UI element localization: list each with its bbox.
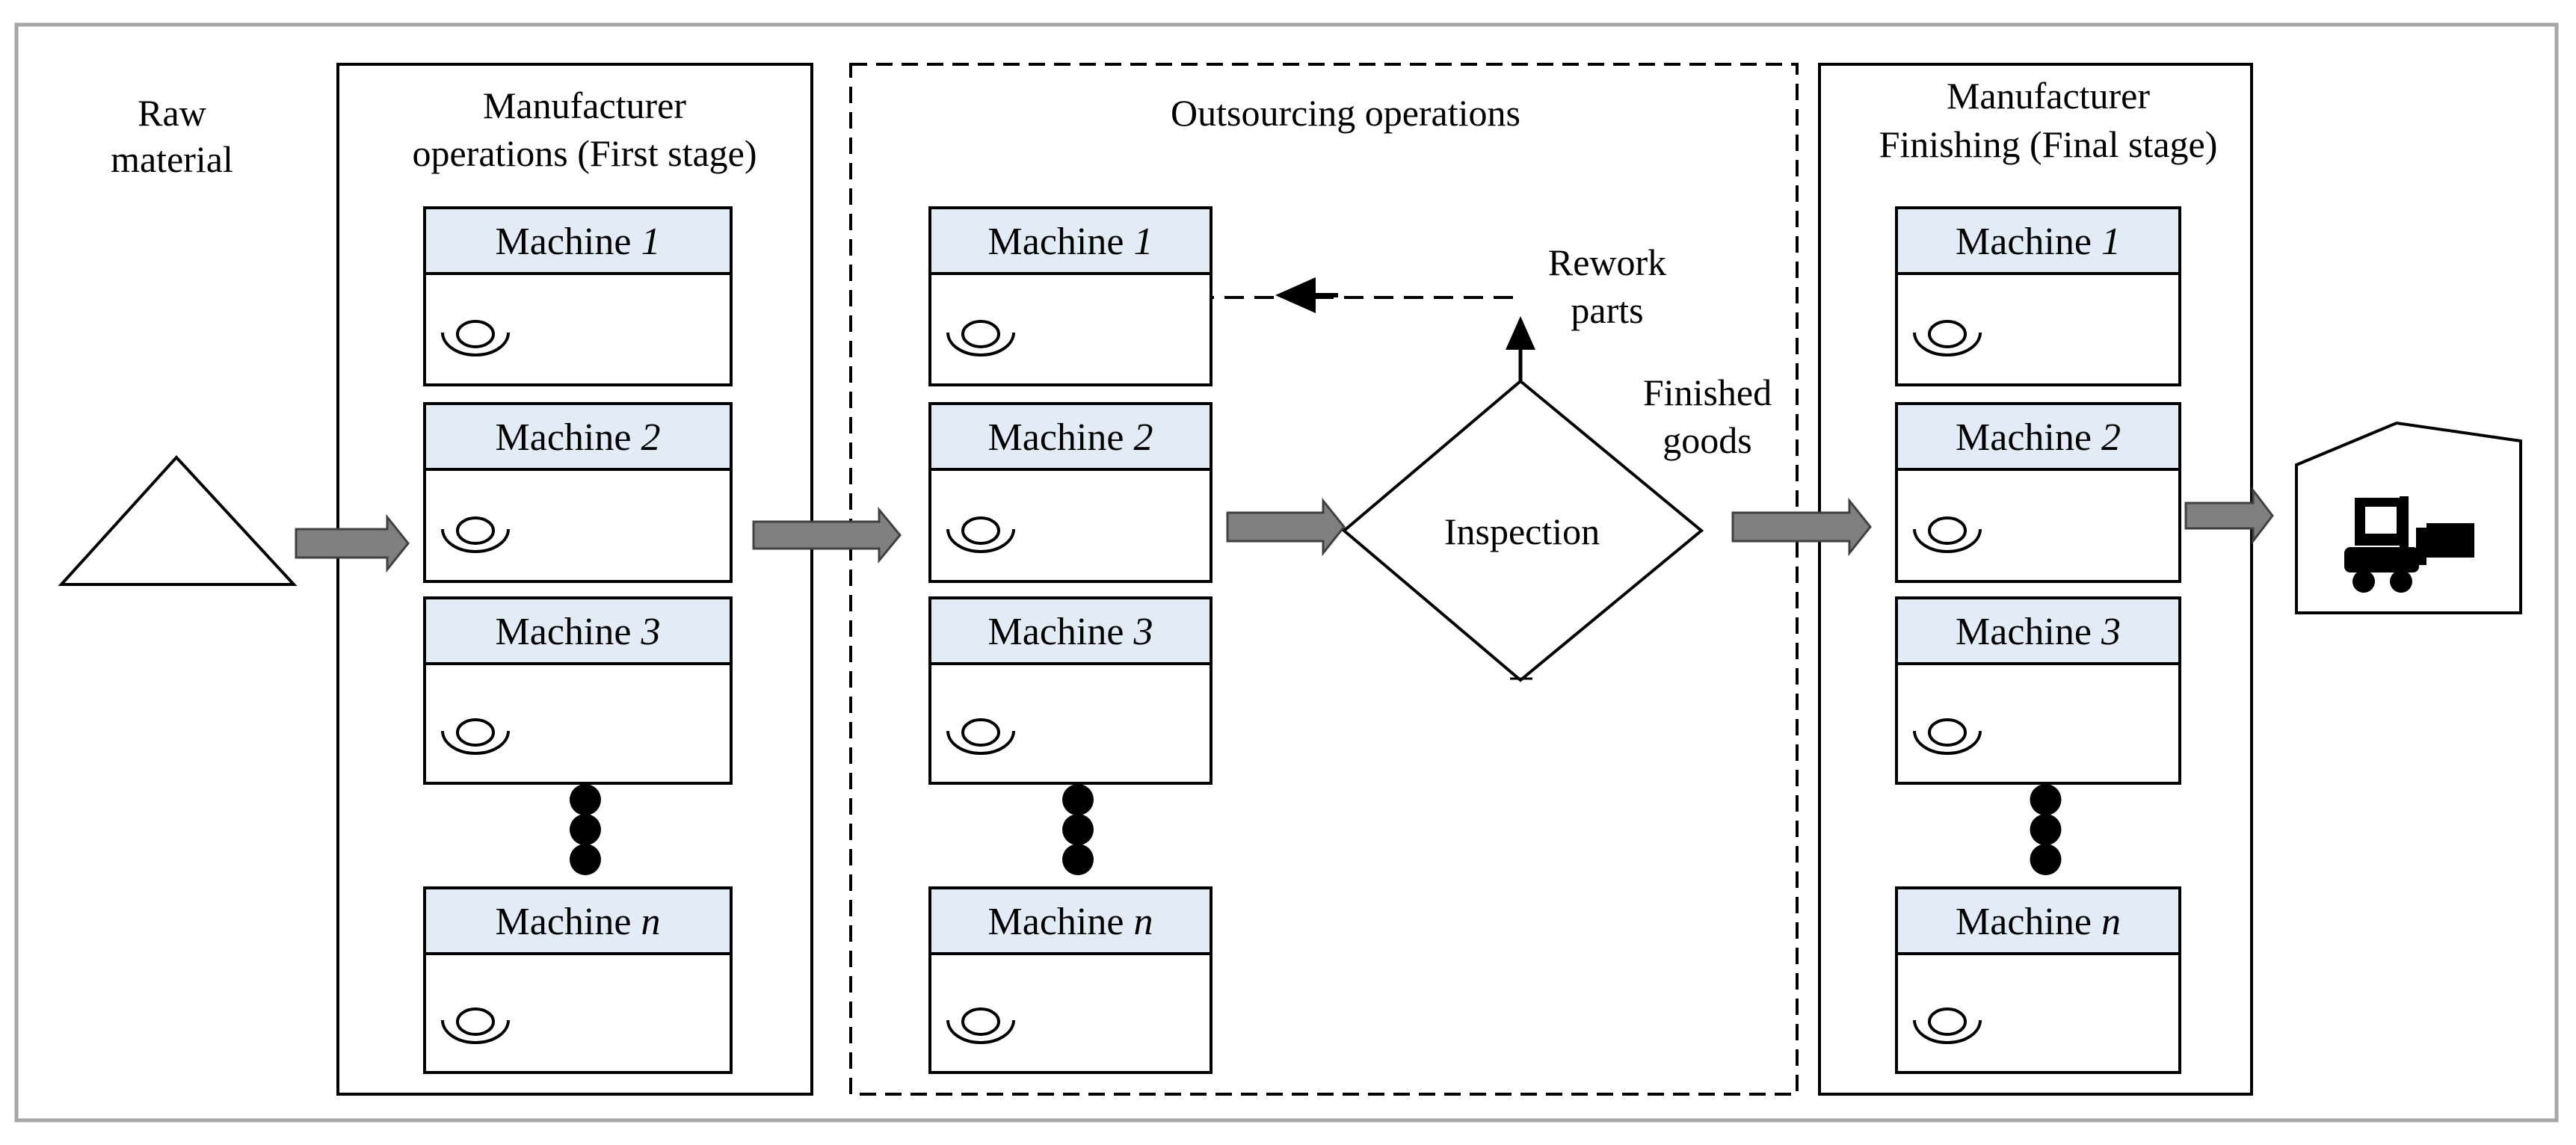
triangle-icon — [58, 455, 298, 586]
machine-header — [1895, 402, 2181, 471]
inspection-label: Inspection — [1444, 510, 1600, 552]
inspection-diamond: Inspection — [1341, 379, 1704, 682]
machine-number: 1 — [2101, 220, 2121, 263]
flow-arrow-first-to-outsourcing — [752, 506, 902, 564]
machine-label: Machine 1 — [988, 220, 1153, 263]
eye-icon — [1913, 718, 1982, 755]
ellipsis-dot — [2030, 814, 2062, 845]
machine-header — [423, 206, 733, 275]
machine-label: Machine 2 — [496, 416, 661, 459]
rework-loop: Rework parts — [1211, 241, 1666, 381]
eye-icon — [441, 320, 510, 357]
machine-number: 1 — [641, 220, 660, 263]
machine-box: Machine 3 — [423, 596, 733, 785]
machine-number: 2 — [1133, 416, 1153, 459]
machine-number: 2 — [2101, 416, 2121, 459]
machine-number: n — [2101, 901, 2121, 943]
machine-box: Machine 2 — [928, 402, 1212, 583]
machine-label: Machine n — [496, 901, 661, 943]
flow-arrow-final-to-warehouse — [2184, 487, 2274, 545]
machine-number: n — [1133, 901, 1153, 943]
ellipsis-dot — [1062, 784, 1094, 815]
first-stage-title-line1: Manufacturer — [483, 84, 686, 126]
machine-header — [1895, 596, 2181, 665]
rework-label-line2: parts — [1571, 289, 1643, 331]
machine-box: Machine 1 — [928, 206, 1212, 386]
machine-box: Machine 3 — [1895, 596, 2181, 785]
first-stage-container — [336, 63, 813, 1096]
machine-label: Machine 2 — [988, 416, 1153, 459]
machine-number: 3 — [640, 611, 660, 653]
machine-header — [423, 402, 733, 471]
machine-number: 3 — [1133, 611, 1153, 653]
raw-material-label-line1: Raw — [138, 92, 206, 134]
eye-icon — [441, 718, 510, 755]
machine-header — [928, 886, 1212, 955]
outer-frame — [14, 22, 2559, 1123]
eye-icon — [1913, 320, 1982, 357]
machine-header — [928, 206, 1212, 275]
forklift-warehouse-icon — [2295, 421, 2522, 614]
flow-arrow-raw-to-first — [295, 513, 410, 573]
machine-box: Machine n — [928, 886, 1212, 1074]
eye-icon — [1913, 516, 1982, 553]
machine-box: Machine 1 — [1895, 206, 2181, 386]
machine-box: Machine 2 — [423, 402, 733, 583]
machine-number: 3 — [2101, 611, 2121, 653]
ellipsis-dot — [570, 784, 601, 815]
machine-label: Machine 3 — [988, 611, 1153, 653]
finished-goods-label-line2: goods — [1663, 419, 1751, 461]
eye-icon — [441, 1007, 510, 1044]
ellipsis-dot — [570, 814, 601, 845]
final-stage-title-line2: Finishing (Final stage) — [1879, 123, 2218, 165]
outsourcing-container — [849, 63, 1799, 1096]
final-stage-title-line1: Manufacturer — [1947, 75, 2150, 117]
eye-icon — [946, 516, 1015, 553]
machine-number: n — [641, 901, 660, 943]
finished-goods-label-line1: Finished — [1643, 371, 1772, 413]
machine-label: Machine 3 — [496, 611, 661, 653]
outsourcing-machines: Machine 1 Machine 2 Machine 3 Machine n — [928, 206, 1212, 1074]
ellipsis-dot — [1062, 844, 1094, 875]
raw-material-label-line2: material — [111, 138, 233, 180]
machine-header — [928, 596, 1212, 665]
machine-label: Machine 2 — [1956, 416, 2121, 459]
flow-arrow-inspection-to-final — [1731, 497, 1872, 557]
machine-header — [1895, 886, 2181, 955]
machine-number: 2 — [641, 416, 660, 459]
machine-label: Machine 3 — [1956, 611, 2121, 653]
machine-box: Machine 2 — [1895, 402, 2181, 583]
eye-icon — [946, 718, 1015, 755]
ellipsis-dot — [2030, 844, 2062, 875]
eye-icon — [1913, 1007, 1982, 1044]
machine-label: Machine 1 — [1956, 220, 2121, 263]
machine-label: Machine n — [1956, 901, 2121, 943]
machine-header — [928, 402, 1212, 471]
machine-box: Machine n — [1895, 886, 2181, 1074]
machine-header — [423, 886, 733, 955]
ellipsis-dot — [1062, 814, 1094, 845]
machine-box: Machine 1 — [423, 206, 733, 386]
eye-icon — [946, 1007, 1015, 1044]
eye-icon — [441, 516, 510, 553]
first-stage-title-line2: operations (First stage) — [412, 132, 757, 174]
final-stage-container — [1818, 63, 2253, 1096]
rework-label-line1: Rework — [1548, 241, 1666, 283]
raw-material: Raw material — [58, 92, 298, 586]
outsourcing-title: Outsourcing operations — [1171, 92, 1520, 134]
final-stage-machines: Machine 1 Machine 2 Machine 3 Machine n — [1895, 206, 2181, 1074]
machine-label: Machine n — [988, 901, 1153, 943]
machine-box: Machine 3 — [928, 596, 1212, 785]
machine-number: 1 — [1133, 220, 1153, 263]
machine-header — [1895, 206, 2181, 275]
flow-arrow-machines-to-inspection — [1226, 497, 1346, 557]
ellipsis-dot — [2030, 784, 2062, 815]
eye-icon — [946, 320, 1015, 357]
machine-header — [423, 596, 733, 665]
ellipsis-dot — [570, 844, 601, 875]
first-stage-machines: Machine 1 Machine 2 Machine 3 Machine n — [423, 206, 733, 1074]
machine-box: Machine n — [423, 886, 733, 1074]
machine-label: Machine 1 — [496, 220, 661, 263]
